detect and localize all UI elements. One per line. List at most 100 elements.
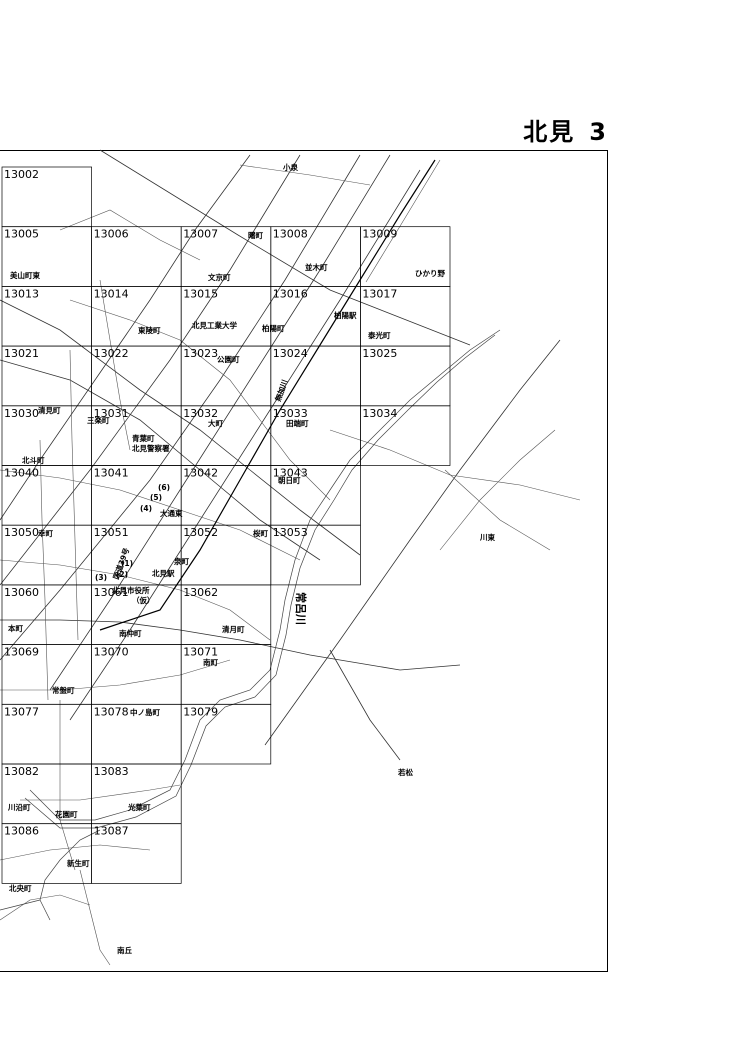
place-label: 小泉 (283, 162, 298, 172)
grid-cell-id: 13014 (94, 287, 129, 300)
place-label: 若松 (397, 767, 413, 777)
page-number: 3 (589, 118, 608, 146)
place-label: 幸町 (38, 528, 53, 538)
place-label: 東陵町 (138, 325, 161, 335)
place-label: 本町 (7, 623, 23, 633)
place-label: 清月町 (222, 624, 245, 634)
grid-cell-id: 13043 (273, 467, 308, 480)
place-label: 桜町 (253, 528, 268, 538)
grid-cell-id: 13042 (183, 467, 218, 480)
place-label: 北央町 (9, 883, 32, 893)
place-label: 文京町 (208, 272, 231, 282)
grid-cell-id: 13022 (94, 347, 129, 360)
place-label: 曙町 (248, 230, 263, 240)
grid-cell-id: 13052 (183, 526, 218, 539)
grid-cell-id: 13078 (94, 705, 129, 718)
grid-cell-id: 13015 (183, 287, 218, 300)
grid-cell-id: 13009 (362, 228, 397, 241)
grid-cell-id: 13016 (273, 287, 308, 300)
place-label: 北見駅 (152, 568, 175, 578)
place-label: ひかり野 (415, 269, 445, 278)
grid-cell-id: 13083 (94, 765, 129, 778)
place-label: 美山町東 (10, 270, 40, 280)
place-label: 大通東 (160, 508, 183, 518)
grid-cell-id: 13030 (4, 407, 39, 420)
place-label: 北見市役所 (112, 585, 150, 595)
grid-cell-id: 13023 (183, 347, 218, 360)
road-network (0, 149, 581, 966)
place-label: （仮） (132, 595, 155, 605)
place-label: 青葉町 (132, 433, 155, 443)
place-label: 清見町 (38, 405, 61, 415)
place-label: (5) (150, 493, 162, 502)
grid-cell[interactable] (360, 405, 451, 466)
grid-cell-id: 13040 (4, 467, 39, 480)
place-label: 柏陽駅 (334, 310, 357, 320)
place-label: 公園町 (217, 355, 240, 364)
place-label: 北見工業大学 (192, 320, 237, 330)
place-label: (2) (116, 570, 128, 579)
grid-cell-id: 13031 (94, 407, 129, 420)
grid-cell-id: 13017 (362, 287, 397, 300)
grid-cell-id: 13053 (273, 526, 308, 539)
grid-cell-id: 13050 (4, 526, 39, 539)
place-label: 北斗町 (22, 455, 45, 465)
grid-cell-id: 13082 (4, 765, 39, 778)
grid-cell-id: 13032 (183, 407, 218, 420)
grid-cell[interactable] (180, 703, 272, 765)
place-label: (4) (140, 504, 152, 513)
place-label: 南丘 (117, 945, 132, 955)
grid-cell-id: 13077 (4, 705, 39, 718)
map-frame (0, 150, 608, 972)
grid-cell-id: 13021 (4, 347, 39, 360)
grid-cell[interactable] (270, 524, 361, 586)
place-label: 北見警察署 (132, 443, 170, 453)
grid-cell-id: 13007 (183, 228, 218, 241)
place-label: 田端町 (286, 418, 309, 428)
place-label: 並木町 (305, 262, 328, 272)
river-network (0, 329, 501, 921)
grid-cell-id: 13034 (362, 407, 397, 420)
place-label: 川東 (479, 532, 495, 542)
place-label: 泰光町 (367, 330, 391, 340)
place-label: 光葉町 (127, 802, 151, 812)
grid-cell-id: 13062 (183, 586, 218, 599)
grid-cell-id: 13013 (4, 287, 39, 300)
grid-cell[interactable] (91, 823, 182, 884)
place-label: 三楽町 (87, 415, 110, 425)
grid-cell-id: 13086 (4, 825, 39, 838)
place-label: 常盤町 (52, 685, 75, 695)
grid-cell-id: 13071 (183, 646, 218, 659)
place-label: 南仲町 (119, 628, 142, 638)
place-label: 中ノ島町 (130, 707, 160, 717)
grid-cell-id: 13005 (4, 228, 39, 241)
place-label: 川沿町 (7, 802, 31, 812)
place-label: (1) (121, 559, 133, 568)
index-grid: 13002 13005 13006 13007 13008 13009 13013 13014… (1, 166, 451, 884)
grid-cell-id: 13025 (362, 347, 397, 360)
place-label: 朝日町 (278, 475, 301, 485)
grid-cell-id: 13087 (94, 825, 129, 838)
railway-line (99, 159, 441, 631)
place-label: (6) (158, 483, 170, 492)
grid-cell-id: 13069 (4, 646, 39, 659)
grid-cell-id: 13060 (4, 586, 39, 599)
place-label: 柏陽町 (262, 323, 285, 333)
river-label-tokoro: 常呂川 (294, 592, 308, 625)
grid-cell-id: 13041 (94, 467, 129, 480)
grid-cell-id: 13051 (94, 526, 129, 539)
grid-cell-id: 13033 (273, 407, 308, 420)
grid-cell-id: 13070 (94, 646, 129, 659)
place-label: 南町 (203, 657, 218, 667)
grid-cell-id: 13002 (4, 168, 39, 181)
place-label: (3) (95, 573, 107, 582)
grid-cell-id: 13024 (273, 347, 308, 360)
place-label: 花園町 (55, 809, 78, 819)
place-label: 新生町 (67, 858, 90, 868)
grid-cell-id: 13006 (94, 228, 129, 241)
grid-cell-id: 13008 (273, 228, 308, 241)
place-label: 大町 (208, 418, 223, 428)
